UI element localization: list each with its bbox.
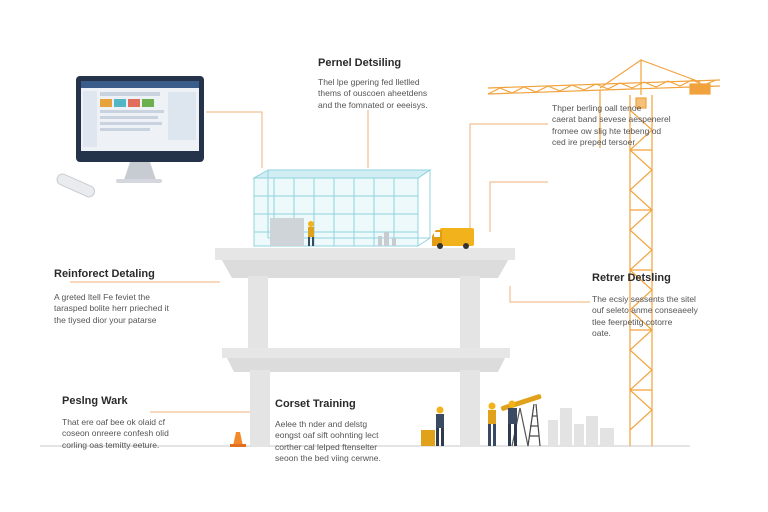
callout-body-line: caerat band sevese aespenerel bbox=[552, 114, 671, 125]
callout-crane-note: Thper berling oall tenoe caerat band sev… bbox=[552, 103, 712, 149]
callout-body-line: The ecsiy sessents the sitel bbox=[592, 294, 696, 304]
callout-body-line: and the fomnated or eeeisys. bbox=[318, 99, 428, 110]
leader-monitor bbox=[206, 111, 263, 168]
callout-body-line: eongst oaf sift oohnting lect bbox=[275, 430, 379, 441]
delivery-truck-icon bbox=[432, 228, 474, 249]
leader-crane-note bbox=[469, 123, 548, 228]
computer-mouse-icon bbox=[56, 173, 96, 198]
tower-crane-icon bbox=[487, 58, 721, 446]
concrete-structure bbox=[215, 248, 515, 446]
callout-title: Retrer Detsling bbox=[592, 272, 671, 284]
callout-body-line: Thper berling oall tenoe bbox=[552, 103, 642, 113]
callout-corset-training: Corset Training Aelee th nder and delstg… bbox=[275, 398, 425, 465]
leader-lines bbox=[70, 110, 590, 413]
callout-title: Corset Training bbox=[275, 398, 356, 410]
glass-frame-structure bbox=[252, 169, 432, 247]
callout-body-line: coseon onreere confesh olid bbox=[62, 428, 169, 439]
worker-icon bbox=[508, 400, 517, 446]
callout-body-line: thems of ouscoen aheetdens bbox=[318, 88, 428, 99]
worker-icon bbox=[488, 402, 496, 446]
callout-body-line: ced ire preped tersoer bbox=[552, 137, 636, 148]
leader-truck bbox=[489, 181, 548, 232]
leader-rebar bbox=[509, 286, 590, 303]
city-skyline-icon bbox=[548, 408, 614, 446]
callout-rebar-detailing: Retrer Detsling The ecsiy sessents the s… bbox=[592, 272, 732, 340]
callout-panel-detailing: Pernel Detsiling Thel lpe gpering fed ll… bbox=[318, 57, 478, 111]
callout-body-line: corling oas temitty eeture. bbox=[62, 439, 160, 450]
callout-title: Pernel Detsiling bbox=[318, 57, 402, 69]
ladder-icon bbox=[527, 403, 541, 447]
callout-body-line: Aelee th nder and delstg bbox=[275, 419, 368, 429]
worker-icon bbox=[421, 406, 444, 446]
callout-body-line: That ere oaf bee ok olaid cf bbox=[62, 417, 166, 427]
callout-body-line: seoon the bed viing cerwne. bbox=[275, 453, 381, 464]
callout-reinforced-detailing: Reinforect Detaling A greted ltell Fe fe… bbox=[54, 268, 214, 326]
desktop-monitor-icon bbox=[76, 76, 204, 183]
callout-body-line: tlee feerpetitg cotorre bbox=[592, 316, 673, 327]
callout-body-line: the tiysed dior your patarse bbox=[54, 314, 157, 325]
surveyor-tripod-icon bbox=[500, 394, 542, 447]
callout-body-line: A greted ltell Fe feviet the bbox=[54, 292, 150, 302]
traffic-cone-icon bbox=[230, 432, 246, 447]
callout-body-line: tarasped bolite herr prieched it bbox=[54, 303, 169, 314]
callout-body-line: Thel lpe gpering fed lletlled bbox=[318, 77, 420, 87]
callout-body-line: corther cal lelped ftenselter bbox=[275, 441, 378, 452]
worker-icon bbox=[308, 221, 314, 246]
callout-title: Peslng Wark bbox=[62, 395, 128, 407]
callout-body-line: ouf seleto anme conseaeely bbox=[592, 305, 698, 316]
callout-title: Reinforect Detaling bbox=[54, 268, 155, 280]
callout-body-line: fromee ow slig hte tebeng od bbox=[552, 125, 662, 136]
callout-body-line: oate. bbox=[592, 328, 611, 339]
callout-paving-work: Peslng Wark That ere oaf bee ok olaid cf… bbox=[62, 395, 212, 451]
